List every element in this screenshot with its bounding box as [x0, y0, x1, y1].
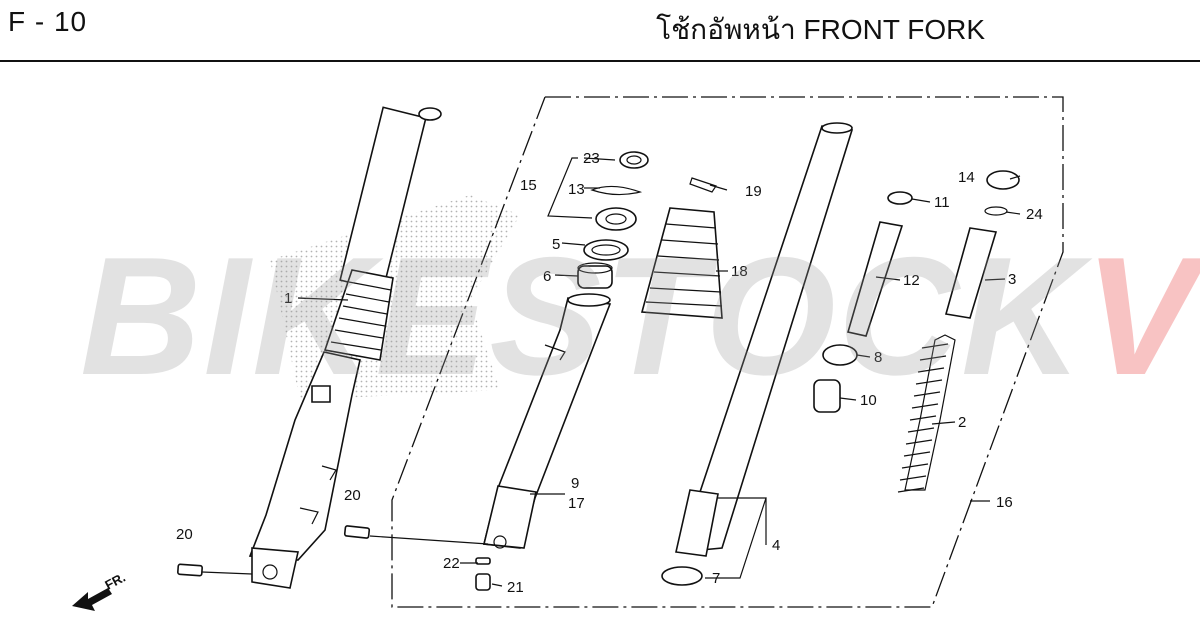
- callout-3: 3: [1008, 271, 1016, 288]
- callout-21: 21: [507, 579, 524, 596]
- assembly-boundary: [391, 96, 1064, 608]
- page-title: โช้กอัพหน้า FRONT FORK: [656, 14, 985, 45]
- header-divider: [0, 60, 1200, 62]
- boot-18: [640, 177, 723, 319]
- callout-5: 5: [552, 236, 560, 253]
- fork-boot-left: [323, 269, 394, 361]
- damper-rod: [813, 191, 913, 413]
- inner-fork-tube: [661, 122, 854, 586]
- callout-19: 19: [745, 183, 762, 200]
- bolts: [177, 525, 491, 591]
- callout-6: 6: [543, 268, 551, 285]
- fork-assembly-complete: [248, 106, 442, 589]
- callout-7: 7: [712, 570, 720, 587]
- callout-20b: 20: [176, 526, 193, 543]
- callout-15: 15: [520, 177, 537, 194]
- front-direction-marker: FR.: [72, 570, 128, 611]
- oil-seal-set: [577, 151, 649, 289]
- leader-lines: [201, 157, 1021, 587]
- callout-13: 13: [568, 181, 585, 198]
- callout-10: 10: [860, 392, 877, 409]
- page-code: F - 10: [8, 6, 88, 37]
- callout-4: 4: [772, 537, 780, 554]
- callout-18: 18: [731, 263, 748, 280]
- fork-slider: [483, 293, 612, 549]
- callout-20a: 20: [344, 487, 361, 504]
- arrow-icon: [72, 588, 112, 611]
- callout-23: 23: [583, 150, 600, 167]
- callout-1: 1: [284, 290, 292, 307]
- callout-22: 22: [443, 555, 460, 572]
- callout-11: 11: [934, 194, 950, 211]
- callout-12: 12: [903, 272, 920, 289]
- callout-8: 8: [874, 349, 882, 366]
- callout-14: 14: [958, 169, 975, 186]
- callout-24: 24: [1026, 206, 1043, 223]
- callout-17: 17: [568, 495, 585, 512]
- callout-9: 9: [571, 475, 579, 492]
- callout-2: 2: [958, 414, 966, 431]
- callout-labels: 1 2 3 4 5 6 7 8 9 10 11 12 13 14 15 16 1…: [176, 150, 1043, 596]
- spring-and-spacer: [897, 170, 1020, 493]
- callout-16: 16: [996, 494, 1013, 511]
